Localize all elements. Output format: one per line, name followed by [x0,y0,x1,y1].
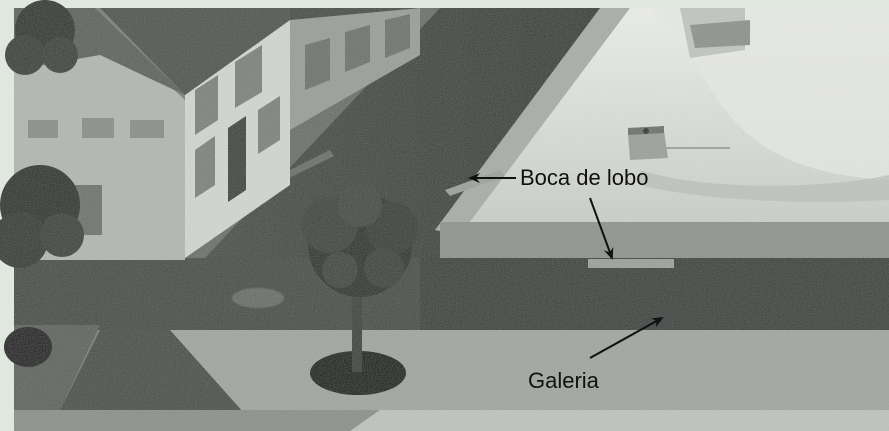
tree-trunk [352,290,362,372]
house-left-window-1 [28,120,58,138]
house-center-roof [100,8,300,95]
lower-sidewalk [60,330,889,410]
row-building-roof [290,8,420,20]
storm-drain-lower [588,259,674,268]
inlet-box-hole [643,128,649,134]
tree-pit [310,351,406,395]
house-center-window-3 [195,136,215,198]
lot-strip [440,222,889,260]
inlet-box [628,131,668,160]
lot-shadow [640,170,889,202]
house-center-door [228,116,246,202]
house-center-window-1 [195,75,218,135]
bottom-curb [350,410,889,431]
tree-left [0,165,84,367]
row-building-window-2 [345,25,370,72]
manhole [231,287,285,309]
tree-center [302,183,418,395]
lower-cross-road [40,330,260,431]
storm-drain-label: Boca de lobo [520,165,649,190]
diagonal-road [185,8,610,258]
storm-drain-upper [445,170,505,196]
house-center-window-4 [258,96,280,154]
house-left-window-2 [82,118,114,138]
arrow-galeria [589,317,664,359]
tree-top-left [5,0,78,75]
row-building-window-3 [385,14,410,58]
arrow-boca-lower [589,197,614,260]
house-left-window-3 [130,120,164,138]
structure-side [690,20,750,48]
gallery-label: Galeria [528,368,599,393]
horizontal-road-right [420,258,889,330]
house-center-window-2 [235,45,262,108]
row-building-window-1 [305,38,330,90]
storm-drain-far [280,150,334,180]
